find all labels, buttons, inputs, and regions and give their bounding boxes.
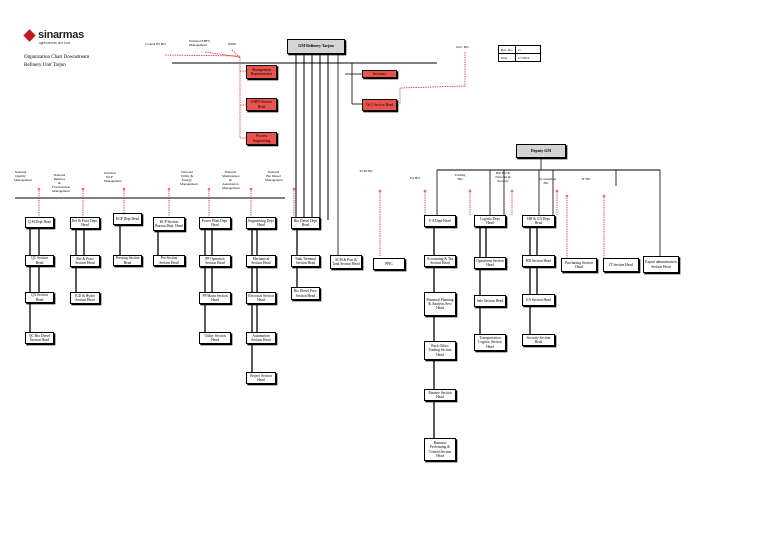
label-trading: Trading HO [454, 173, 466, 181]
chart-title-line1: Organization Chart Downstream [24, 55, 90, 60]
arrow-up-icon [602, 194, 606, 198]
dotted-connector [399, 85, 466, 89]
arrow-up-icon [37, 187, 41, 191]
arrow-up-icon [378, 189, 382, 193]
export-admin-box: Export administration Section Head [643, 256, 679, 273]
arrow-up-icon [292, 187, 296, 191]
accounting-tax-box: Accounting & Tax Section Head [424, 255, 456, 267]
scm-port-tank-box: SCM & Port & Tank Section Head [330, 255, 362, 269]
label-olc-ho: OLC HO [456, 45, 469, 49]
olc-section-box: OLC Section Head [362, 99, 397, 111]
ppic-box: PPIC [373, 258, 405, 270]
gm-refinery-box: GM Refinery Tarjun [287, 39, 345, 54]
label-control-ps: Control PS HO [145, 42, 166, 46]
arrow-up-icon [468, 189, 472, 193]
arrow-up-icon [122, 187, 126, 191]
pp-operation-box: PP Operation Section Head [199, 255, 231, 267]
arrow-up-icon [249, 187, 253, 191]
label-maintenance: National Maintenance & Automation Manage… [222, 170, 240, 190]
rev-label: Rev. No. [498, 45, 516, 54]
arrow-up-icon [423, 189, 427, 193]
fa-dept-box: F A Dept Head [424, 215, 456, 227]
project-section-box: Project Section Head [246, 372, 276, 384]
label-procurement: Procurement HO [539, 177, 557, 185]
arrow-up-icon [565, 194, 569, 198]
pro-section-box: Pro Section Section Head [153, 255, 185, 266]
deputy-gm-box: Deputy GM [516, 144, 566, 158]
pressing-section-box: Pressing Section Head [113, 255, 142, 266]
pp-maint-box: PP Maint Section Head [199, 292, 231, 304]
finance-section-box: Finance Section Head [424, 389, 456, 401]
label-ref-frac: National Refinery & Fractionation Manage… [52, 173, 71, 193]
label-nmr: NMR [228, 42, 236, 46]
label-national-ehfs: National EHFS Management [189, 39, 210, 47]
rev-value: 11 [514, 45, 541, 54]
arrow-up-icon [81, 187, 85, 191]
label-kcp: National KCP Management [104, 171, 122, 183]
security-section-box: Security Section Head [522, 334, 555, 346]
label-utility: National Utility & Energy Management [180, 170, 198, 186]
operations-section-box: Operations Section Head [474, 257, 506, 269]
business-control-box: Business Performing & Control Section He… [424, 438, 456, 461]
arrow-up-icon [167, 187, 171, 191]
arrow-up-icon [555, 189, 559, 193]
date-value: 1/7/2016 [514, 53, 541, 62]
hydro-section-box: ICD & Hydro Section Head [70, 292, 100, 304]
ref-fract-dept-box: Ref & Fract Dept. Head [70, 217, 100, 229]
utility-section-box: Utility Section Head [199, 332, 231, 344]
ehfs-section-box: EHFS Section Head [246, 98, 277, 111]
logistic-dept-box: Logistic Dept Head [474, 215, 506, 227]
qa-section-box: QA Section Head [25, 292, 54, 303]
process-engineering-box: Process Engineering [246, 132, 277, 145]
dotted-connector [204, 51, 241, 58]
electrical-section-box: Electrical Section Head [246, 292, 276, 304]
label-hr: HR HO & Network & Security [495, 171, 511, 183]
biodiesel-proc-box: Bio Diesel Proc. Section Head [291, 287, 320, 300]
hr-ga-dept-box: HR & GA Dept Head [522, 215, 555, 227]
sale-section-box: Sale Section Head [474, 295, 506, 307]
power-plant-dept-box: Power Plant Dept. Head [199, 217, 231, 229]
chart-title-line2: Refinery Unit Tarjun [24, 63, 66, 68]
label-scm: SCM HO [359, 169, 373, 173]
transport-logistic-box: Transportation Logistic Section Head [474, 334, 506, 351]
qc-biodiesel-box: QC Bio Diesel Section Head [25, 332, 54, 344]
financial-planning-box: Financial Planning & Analysis Sect Head [424, 292, 456, 316]
purchasing-box: Purchasing Section Head [561, 258, 597, 272]
tank-terminal-box: Tank Terminal Section Head [291, 255, 320, 267]
mechanical-section-box: Mechanical Section Head [246, 255, 276, 267]
biodiesel-dept-box: Bio Diesel Dept Head [291, 217, 320, 229]
logo-tagline: agribusiness and food [39, 41, 71, 45]
automation-section-box: Automation Section Head [246, 332, 276, 344]
dotted-connector [231, 49, 241, 59]
back-office-box: Back Office Trading Section Head [424, 341, 456, 360]
logo-diamond-icon [23, 29, 36, 42]
hr-section-box: HR Section Head [522, 255, 555, 267]
arrow-up-icon [207, 187, 211, 191]
logo-name: sinarmas [38, 29, 84, 41]
dotted-connector [164, 54, 241, 57]
label-quality: National Quality Management [14, 170, 32, 182]
kcp-dept-box: KCP Dept Head [113, 213, 142, 225]
date-label: Date [498, 53, 516, 62]
label-biodiesel: National Bio Diesel Management [265, 170, 283, 182]
qm-dept-box: Q M Dept Head [25, 217, 54, 228]
kcp-section-box: KCP Section Bureau Dept. Head [153, 217, 185, 231]
management-rep-box: Management Representative [246, 65, 277, 79]
it-section-box: IT Section Head [603, 258, 639, 272]
arrow-up-icon [510, 189, 514, 193]
secretary-box: Secretary [362, 70, 397, 78]
label-it: IT HO [581, 177, 591, 181]
ga-section-box: GA Section Head [522, 294, 555, 306]
label-fa: FA HO [410, 176, 420, 180]
company-logo: sinarmas agribusiness and food [23, 29, 104, 52]
engineering-dept-box: Engineering Dept Head [246, 217, 276, 229]
qc-section-box: QC Section Head [25, 255, 54, 266]
ref-fract-section-box: Ref & Fract Section Head [70, 255, 100, 267]
